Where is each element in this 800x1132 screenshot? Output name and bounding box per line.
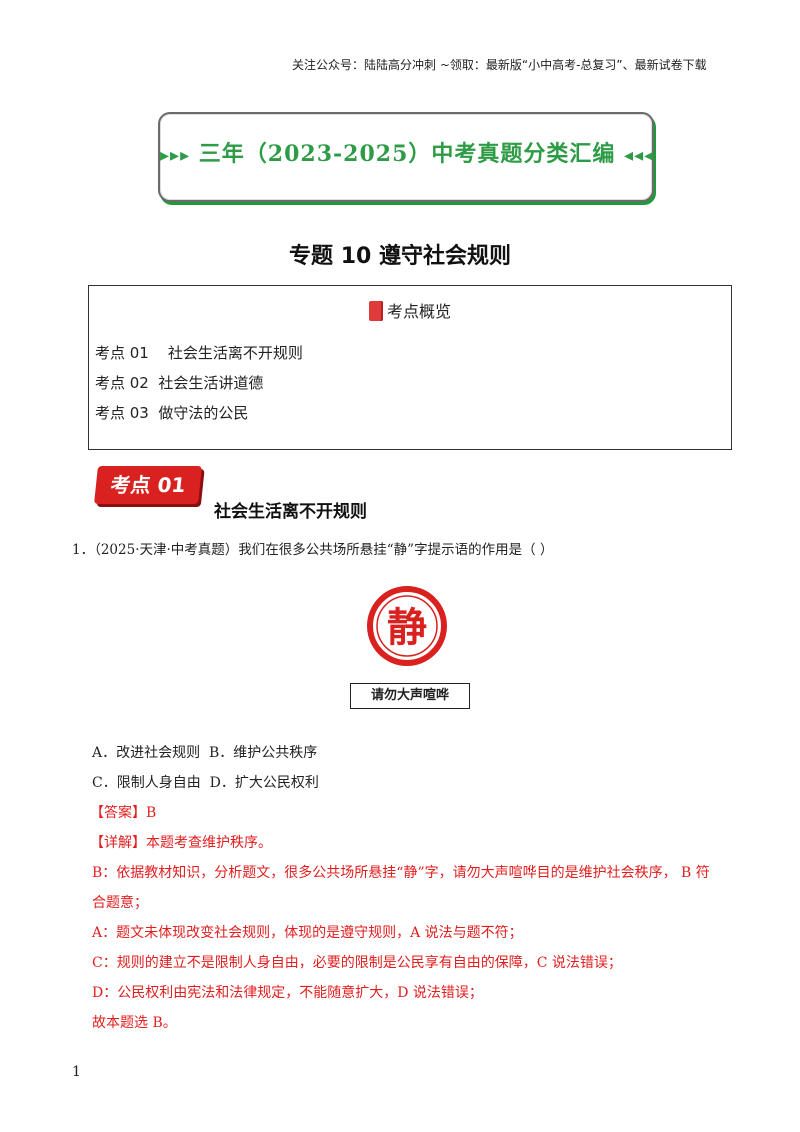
banner-title: 三年（2023-2025）中考真题分类汇编 [198, 141, 616, 167]
overview-item-01[interactable]: 考点 01 社会生活离不开规则 [95, 344, 303, 362]
left-arrows-icon: ▸▸▸ [160, 145, 191, 166]
overview-heading: 考点概览 [89, 298, 731, 322]
quiet-sign-image: 静 [367, 586, 447, 666]
detail-line: 【详解】本题考查维护秩序。 [90, 835, 272, 851]
overview-heading-label: 考点概览 [386, 302, 451, 321]
right-arrows-icon: ◂◂◂ [624, 145, 655, 166]
option-d-analysis: D：公民权利由宪法和法律规定，不能随意扩大，D 说法错误； [92, 985, 483, 1001]
topic-title: 专题 10 遵守社会规则 [289, 244, 511, 269]
option-a-analysis: A：题文未体现改变社会规则，体现的是遵守规则，A 说法与题不符； [92, 925, 523, 941]
option-c-analysis: C：规则的建立不是限制人身自由，必要的限制是公民享有自由的保障，C 说法错误； [92, 955, 622, 971]
option-b-analysis-2: 合题意； [92, 895, 148, 911]
option-b-analysis-1: B：依据教材知识，分析题文，很多公共场所悬挂“静”字，请勿大声喧哗目的是维护社会… [92, 865, 710, 881]
answer-line: 【答案】B [90, 805, 157, 821]
question-stem: 1．（2025·天津·中考真题）我们在很多公共场所悬挂“静”字提示语的作用是（ … [72, 542, 554, 558]
book-icon [368, 301, 383, 321]
overview-box: 考点概览 考点 01 社会生活离不开规则 考点 02 社会生活讲道德 考点 03… [88, 285, 732, 450]
section-title: 社会生活离不开规则 [214, 502, 367, 522]
conclusion-line: 故本题选 B。 [92, 1015, 177, 1031]
banner-title-row: ▸▸▸ 三年（2023-2025）中考真题分类汇编 ◂◂◂ [160, 136, 655, 168]
header-note: 关注公众号：陆陆高分冲刺 ~领取：最新版“小中高考-总复习”、最新试卷下载 [292, 58, 707, 72]
overview-item-02[interactable]: 考点 02 社会生活讲道德 [95, 374, 264, 392]
kaodian-badge: 考点 01 [94, 466, 202, 504]
page-number: 1 [72, 1064, 81, 1080]
options-row-cd: C．限制人身自由 D．扩大公民权利 [92, 775, 319, 791]
overview-item-03[interactable]: 考点 03 做守法的公民 [95, 404, 249, 422]
sign-char: 静 [387, 605, 427, 651]
title-banner: ▸▸▸ 三年（2023-2025）中考真题分类汇编 ◂◂◂ [158, 112, 654, 202]
options-row-ab: A．改进社会规则 B．维护公共秩序 [92, 745, 318, 761]
sign-label: 请勿大声喧哗 [350, 683, 470, 709]
